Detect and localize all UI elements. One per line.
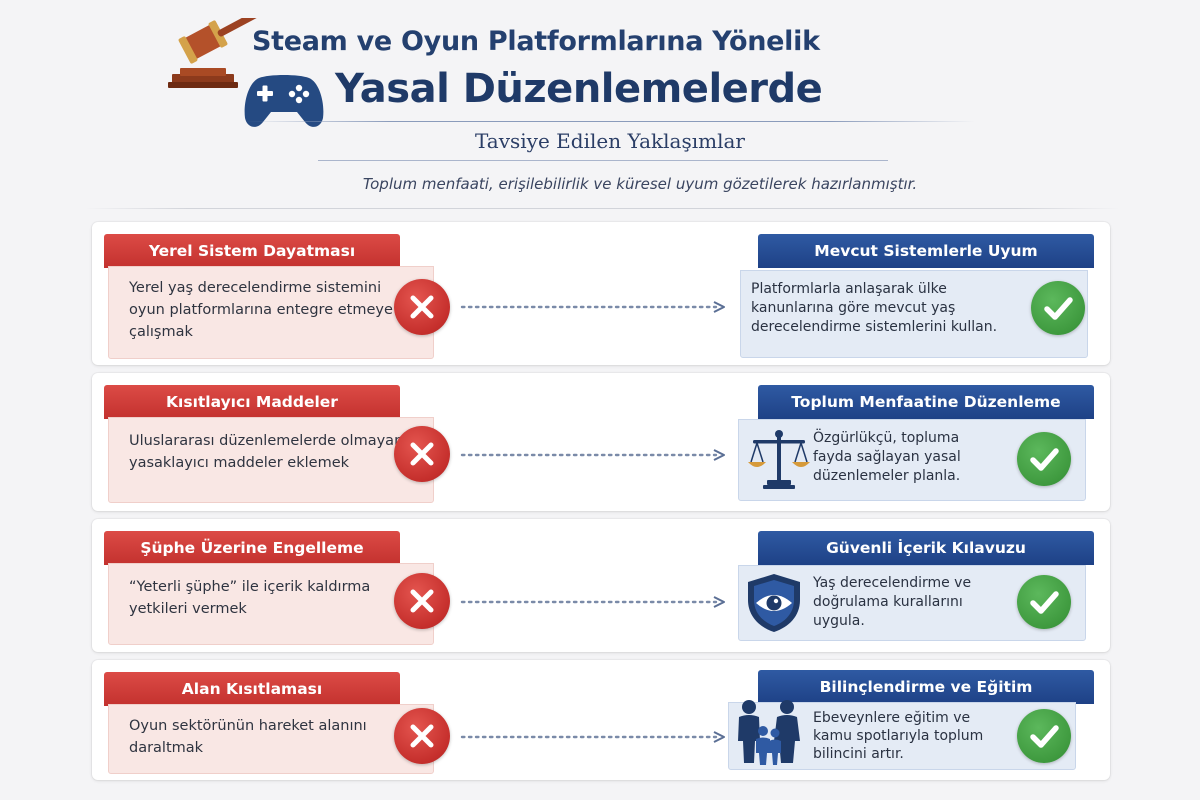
bad-text-line: Yerel yaş derecelendirme sistemini <box>129 280 382 296</box>
dotted-arrow-icon <box>460 730 730 744</box>
title-line-1: Steam ve Oyun Platformlarına Yönelik <box>252 26 820 57</box>
x-mark-icon <box>394 279 450 335</box>
bad-approach-title: Alan Kısıtlaması <box>104 672 400 706</box>
good-text-line: derecelendirme sistemlerini kullan. <box>751 319 998 335</box>
good-approach-text: Ebeveynlere eğitim ve kamu spotlarıyla t… <box>813 709 1023 763</box>
comparison-row: Alan Kısıtlaması Oyun sektörünün hareket… <box>92 660 1110 780</box>
bad-approach-title: Kısıtlayıcı Maddeler <box>104 385 400 419</box>
good-approach-box: Yaş derecelendirme ve doğrulama kurallar… <box>738 565 1086 641</box>
good-text-line: kamu spotlarıyla toplum <box>813 728 984 744</box>
comparison-row: Şüphe Üzerine Engelleme “Yeterli şüphe” … <box>92 519 1110 652</box>
header-divider <box>85 208 1120 209</box>
bad-text-line: daraltmak <box>129 740 204 756</box>
good-text-line: bilincini artır. <box>813 746 904 762</box>
gamepad-icon <box>244 75 324 127</box>
dotted-arrow-icon <box>460 448 730 462</box>
comparison-row: Kısıtlayıcı Maddeler Uluslararası düzenl… <box>92 373 1110 511</box>
good-text-line: Yaş derecelendirme ve <box>813 575 972 591</box>
x-mark-icon <box>394 426 450 482</box>
bad-text-line: oyun platformlarına entegre etmeye <box>129 302 393 318</box>
title-line-2: Yasal Düzenlemelerde <box>335 66 823 112</box>
bad-text-line: yasaklayıcı maddeler eklemek <box>129 455 350 471</box>
comparison-row: Yerel Sistem Dayatması Yerel yaş derecel… <box>92 222 1110 365</box>
shield-eye-icon <box>748 574 800 632</box>
x-mark-icon <box>394 708 450 764</box>
good-text-line: Platformlarla anlaşarak ülke <box>751 281 947 297</box>
good-text-line: uygula. <box>813 613 865 629</box>
good-approach-title: Mevcut Sistemlerle Uyum <box>758 234 1094 268</box>
bad-text-line: Oyun sektörünün hareket alanını <box>129 718 367 734</box>
dotted-arrow-icon <box>460 300 730 314</box>
good-text-line: Özgürlükçü, topluma <box>813 430 960 446</box>
good-text-line: düzenlemeler planla. <box>813 468 961 484</box>
good-approach-text: Platformlarla anlaşarak ülke kanunlarına… <box>751 280 1031 337</box>
bad-text-line: çalışmak <box>129 324 193 340</box>
header: Steam ve Oyun Platformlarına Yönelik Yas… <box>0 0 1200 209</box>
check-mark-icon <box>1017 432 1071 486</box>
check-mark-icon <box>1031 281 1085 335</box>
good-approach-text: Yaş derecelendirme ve doğrulama kurallar… <box>813 574 1023 631</box>
check-mark-icon <box>1017 709 1071 763</box>
dotted-arrow-icon <box>460 595 730 609</box>
good-text-line: doğrulama kurallarını <box>813 594 963 610</box>
good-text-line: fayda sağlayan yasal <box>813 449 961 465</box>
scales-icon <box>748 430 810 489</box>
bad-approach-title: Şüphe Üzerine Engelleme <box>104 531 400 565</box>
good-approach-box: Özgürlükçü, topluma fayda sağlayan yasal… <box>738 419 1086 501</box>
bad-approach-box: Yerel yaş derecelendirme sistemini oyun … <box>108 266 434 359</box>
bad-approach-title: Yerel Sistem Dayatması <box>104 234 400 268</box>
title-divider <box>245 121 975 122</box>
gavel-icon <box>168 18 265 88</box>
good-approach-title: Bilinçlendirme ve Eğitim <box>758 670 1094 704</box>
good-approach-text: Özgürlükçü, topluma fayda sağlayan yasal… <box>813 429 1023 486</box>
family-icon <box>738 700 800 765</box>
bad-text-line: yetkileri vermek <box>129 601 247 617</box>
bad-text-line: “Yeterli şüphe” ile içerik kaldırma <box>129 579 371 595</box>
good-approach-title: Toplum Menfaatine Düzenleme <box>758 385 1094 419</box>
tagline: Toplum menfaati, erişilebilirlik ve küre… <box>362 175 918 193</box>
good-approach-title: Güvenli İçerik Kılavuzu <box>758 531 1094 565</box>
bad-approach-box: Oyun sektörünün hareket alanını daraltma… <box>108 704 434 774</box>
good-approach-box: Platformlarla anlaşarak ülke kanunlarına… <box>740 270 1088 358</box>
x-mark-icon <box>394 573 450 629</box>
bad-text-line: Uluslararası düzenlemelerde olmayan <box>129 433 404 449</box>
good-approach-box: Ebeveynlere eğitim ve kamu spotlarıyla t… <box>728 700 1076 770</box>
good-text-line: Ebeveynlere eğitim ve <box>813 710 971 726</box>
check-mark-icon <box>1017 575 1071 629</box>
bad-approach-box: “Yeterli şüphe” ile içerik kaldırma yetk… <box>108 563 434 645</box>
subtitle: Tavsiye Edilen Yaklaşımlar <box>475 129 745 153</box>
bad-approach-box: Uluslararası düzenlemelerde olmayan yasa… <box>108 417 434 503</box>
subtitle-divider <box>318 160 888 161</box>
good-text-line: kanunlarına göre mevcut yaş <box>751 300 956 316</box>
